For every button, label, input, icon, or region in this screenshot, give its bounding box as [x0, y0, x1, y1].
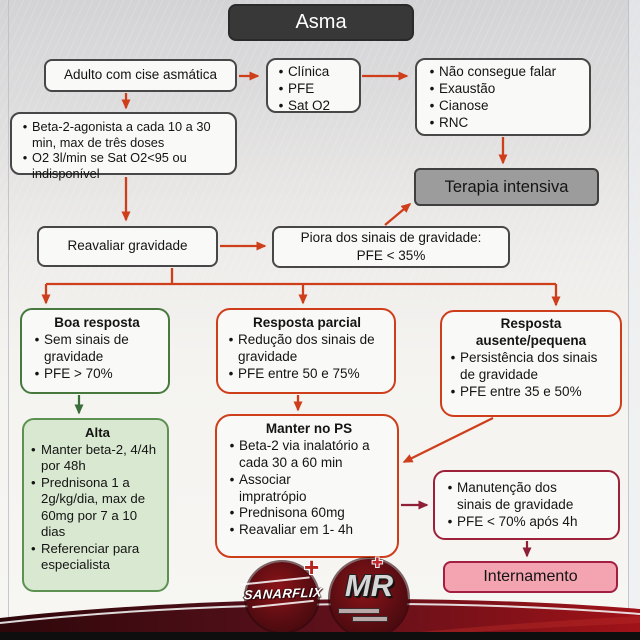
list-item: Beta-2 via inalatório a cada 30 a 60 min — [225, 438, 393, 472]
node-manterps-title: Manter no PS — [265, 421, 353, 436]
list-item: Exaustão — [425, 81, 587, 98]
list-item: Prednisona 1 a 2g/kg/dia, max de 60mg po… — [31, 475, 164, 541]
list-item: Prednisona 60mg — [225, 505, 393, 522]
wave-highlight-line — [0, 603, 640, 624]
list-item: Clínica — [274, 64, 357, 81]
list-item: PFE > 70% — [30, 366, 164, 383]
list-item: Redução dos sinais de gravidade — [224, 332, 390, 366]
list-item: Manter beta-2, 4/4h por 48h — [31, 442, 164, 475]
mr-logo-caption-bar — [352, 616, 388, 622]
red-cross-icon: ✚ — [372, 555, 383, 570]
page-edge-fill — [629, 0, 640, 640]
node-boa-resposta: Boa resposta Sem sinais de gravidade PFE… — [20, 308, 170, 394]
node-sinais-gravidade: Não consegue falar Exaustão Cianose RNC — [415, 58, 591, 136]
node-piora-line2: PFE < 35% — [356, 248, 426, 263]
node-piora: Piora dos sinais de gravidade: PFE < 35% — [272, 226, 510, 268]
node-alta: Alta Manter beta-2, 4/4h por 48h Prednis… — [22, 418, 169, 592]
list-item: RNC — [425, 115, 587, 132]
arrow-ausente-to-manterps — [402, 416, 494, 464]
node-avaliacao: Clínica PFE Sat O2 — [266, 58, 361, 113]
list-item: Beta-2-agonista a cada 10 a 30 min, max … — [18, 119, 231, 150]
list-item: Sat O2 — [274, 98, 357, 115]
node-tratamento-inicial: Beta-2-agonista a cada 10 a 30 min, max … — [10, 112, 237, 181]
node-resposta-ausente: Resposta ausente/pequena Persistência do… — [440, 310, 622, 417]
mr-logo: MR — [344, 568, 394, 603]
list-item: PFE < 70% após 4h — [443, 514, 616, 531]
list-item: O2 3l/min se Sat O2<95 ou indisponível — [18, 150, 231, 181]
list-item: Associar impratrópio — [225, 472, 393, 506]
node-manutencao: Manutenção dos sinais de gravidade PFE <… — [433, 470, 620, 540]
node-reavaliar-label: Reavaliar gravidade — [67, 238, 188, 254]
list-item: Não consegue falar — [425, 64, 587, 81]
list-item: Reavaliar em 1- 4h — [225, 522, 393, 539]
node-internamento: Internamento — [443, 561, 618, 593]
page-title-label: Asma — [295, 11, 347, 33]
list-item: PFE entre 50 e 75% — [224, 366, 390, 383]
node-reavaliar: Reavaliar gravidade — [37, 226, 218, 267]
list-item: Sem sinais de gravidade — [30, 332, 164, 366]
node-adulto: Adulto com cise asmática — [44, 59, 237, 92]
page-title: Asma — [228, 4, 414, 41]
node-terapia-intensiva: Terapia intensiva — [414, 168, 599, 206]
connector-split — [46, 268, 556, 286]
mr-logo-caption-bar — [338, 608, 380, 614]
page-edge-right — [628, 0, 629, 640]
list-item: Persistência dos sinais de gravidade — [446, 350, 616, 384]
node-parcial-title: Resposta parcial — [252, 315, 362, 330]
node-manter-no-ps: Manter no PS Beta-2 via inalatório a cad… — [215, 414, 399, 558]
list-item: PFE entre 35 e 50% — [446, 384, 616, 401]
node-ausente-title: Resposta ausente/pequena — [475, 316, 587, 348]
plus-icon: + — [304, 552, 320, 582]
node-alta-title: Alta — [85, 425, 110, 440]
node-piora-line1: Piora dos sinais de gravidade: — [300, 230, 482, 246]
arrow-piora-to-terapia — [384, 203, 412, 226]
node-terapia-label: Terapia intensiva — [444, 177, 569, 196]
sanarflix-logo: SANARFLIX — [243, 584, 323, 603]
list-item: PFE — [274, 81, 357, 98]
page-edge-left — [8, 0, 9, 640]
node-boa-title: Boa resposta — [54, 315, 140, 330]
node-adulto-label: Adulto com cise asmática — [63, 67, 218, 83]
list-item: Referenciar para especialista — [31, 541, 164, 574]
node-internamento-label: Internamento — [483, 568, 578, 585]
list-item: Manutenção dos sinais de gravidade — [443, 480, 616, 514]
list-item: Cianose — [425, 98, 587, 115]
bottom-black-bar — [0, 632, 640, 640]
node-resposta-parcial: Resposta parcial Redução dos sinais de g… — [216, 308, 396, 394]
